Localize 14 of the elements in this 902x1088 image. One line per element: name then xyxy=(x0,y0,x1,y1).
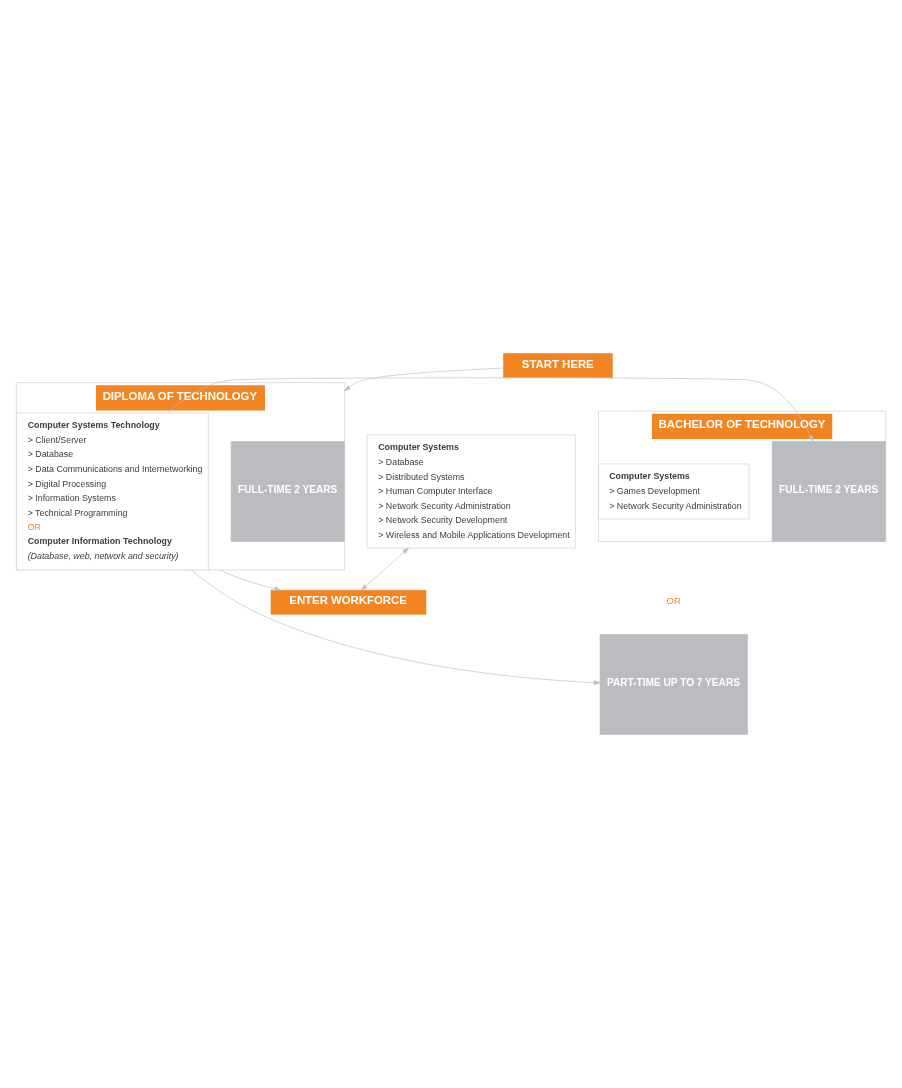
arrow xyxy=(219,569,281,592)
arrow xyxy=(361,547,409,591)
node-box: PART-TIME UP TO 7 YEARS xyxy=(599,634,748,735)
arrow xyxy=(344,367,504,392)
node-box: ENTER WORKFORCE xyxy=(270,589,427,615)
node-box: Computer Systems > Database > Distributed Systems > Human Computer Interface > Network Security Administration > Network Security Development > Wireless and Mobile Applications Development xyxy=(366,434,576,549)
node-box: FULL-TIME 2 YEARS xyxy=(230,441,345,542)
node-box: FULL-TIME 2 YEARS xyxy=(771,441,886,542)
arrow xyxy=(190,569,601,685)
node-box: Computer Systems Technology > Client/Server > Database > Data Communications and Internetworking > Digital Processing > Information Systems > Technical Programming OR Computer Information Technology (Database, web, network and security) xyxy=(16,412,209,571)
arrow xyxy=(167,377,814,442)
node-box: START HERE xyxy=(503,353,613,378)
label: OR xyxy=(666,595,681,607)
node-box: Computer Systems > Games Development > Network Security Administration xyxy=(598,463,750,520)
